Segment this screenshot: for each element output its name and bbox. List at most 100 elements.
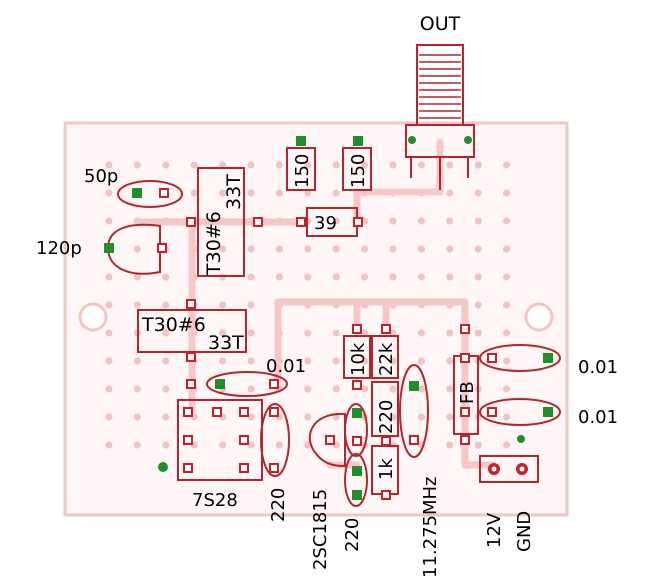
board-hole	[133, 273, 141, 281]
board-hole	[162, 441, 170, 449]
board-hole	[389, 245, 397, 253]
board-hole	[219, 245, 227, 253]
board-hole	[332, 217, 340, 225]
board-hole	[219, 329, 227, 337]
label-cap-001-r1: 0.01	[578, 357, 618, 378]
board-hole	[389, 413, 397, 421]
cap-220-b-outline	[344, 453, 368, 507]
board-hole	[332, 329, 340, 337]
label-cap-220-bottom: 220	[268, 488, 289, 522]
board-hole	[247, 413, 255, 421]
resistor-150b-body	[342, 147, 372, 191]
board-hole	[105, 161, 113, 169]
board-hole	[105, 329, 113, 337]
board-hole	[105, 413, 113, 421]
board-hole	[162, 329, 170, 337]
label-12v: 12V	[484, 512, 505, 548]
board-hole	[133, 413, 141, 421]
board-hole	[162, 413, 170, 421]
board-hole	[361, 385, 369, 393]
board-hole	[332, 385, 340, 393]
board-hole	[389, 329, 397, 337]
board-hole	[446, 357, 454, 365]
label-coil2-turns: 33T	[208, 332, 244, 354]
board-hole	[105, 385, 113, 393]
board-hole	[219, 357, 227, 365]
board-hole	[133, 385, 141, 393]
board-hole	[304, 189, 312, 197]
board-hole	[417, 217, 425, 225]
board-hole	[361, 161, 369, 169]
out-connector	[405, 44, 475, 190]
label-cap-50p: 50p	[84, 166, 118, 187]
board-hole	[417, 357, 425, 365]
board-hole	[389, 161, 397, 169]
board-hole	[219, 441, 227, 449]
cap-220-a-outline	[344, 403, 368, 457]
board-hole	[474, 217, 482, 225]
board-hole	[105, 441, 113, 449]
label-coil2: T30#6	[141, 314, 206, 336]
board-hole	[304, 273, 312, 281]
board-hole	[446, 413, 454, 421]
board-hole	[446, 441, 454, 449]
board-hole	[275, 161, 283, 169]
board-hole	[162, 273, 170, 281]
transistor-outline	[308, 412, 346, 468]
board-hole	[503, 413, 511, 421]
board-hole	[389, 217, 397, 225]
board-hole	[133, 441, 141, 449]
board-hole	[247, 301, 255, 309]
board-hole	[417, 413, 425, 421]
board-hole	[446, 217, 454, 225]
board-hole	[503, 329, 511, 337]
board-hole	[247, 245, 255, 253]
board-hole	[361, 357, 369, 365]
board-hole	[417, 245, 425, 253]
board-hole	[133, 301, 141, 309]
board-hole	[219, 161, 227, 169]
resistor-22k-body	[371, 335, 399, 379]
label-cap-120p: 120p	[36, 238, 82, 259]
board-hole	[332, 161, 340, 169]
board-hole	[275, 273, 283, 281]
label-resistor-39: 39	[314, 213, 337, 234]
board-hole	[446, 273, 454, 281]
board-hole	[275, 245, 283, 253]
board-hole	[332, 245, 340, 253]
board-hole	[304, 329, 312, 337]
board-hole	[275, 189, 283, 197]
board-hole	[503, 273, 511, 281]
label-crystal: 11.275MHz	[420, 477, 441, 579]
board-hole	[474, 273, 482, 281]
board-hole	[503, 441, 511, 449]
board-hole	[105, 301, 113, 309]
power-connector-pins	[488, 463, 528, 475]
board-hole	[446, 385, 454, 393]
mount-hole-left	[78, 302, 108, 332]
board-hole	[105, 273, 113, 281]
label-transistor: 2SC1815	[310, 489, 331, 570]
board-hole	[389, 357, 397, 365]
component-pads	[104, 136, 553, 500]
board-hole	[247, 385, 255, 393]
board-hole	[417, 385, 425, 393]
board-hole	[361, 245, 369, 253]
board-hole	[361, 273, 369, 281]
board-hole	[474, 161, 482, 169]
board-hole	[503, 161, 511, 169]
label-resistor-150a: 150	[292, 154, 313, 188]
board-hole	[417, 273, 425, 281]
board-hole	[417, 161, 425, 169]
board-hole	[190, 189, 198, 197]
board-hole	[133, 161, 141, 169]
label-out: OUT	[420, 13, 461, 35]
board-hole	[304, 357, 312, 365]
label-gnd: GND	[514, 511, 535, 552]
board-hole	[503, 357, 511, 365]
board-hole	[105, 217, 113, 225]
board-hole	[247, 189, 255, 197]
board-hole	[446, 189, 454, 197]
board-hole	[503, 217, 511, 225]
